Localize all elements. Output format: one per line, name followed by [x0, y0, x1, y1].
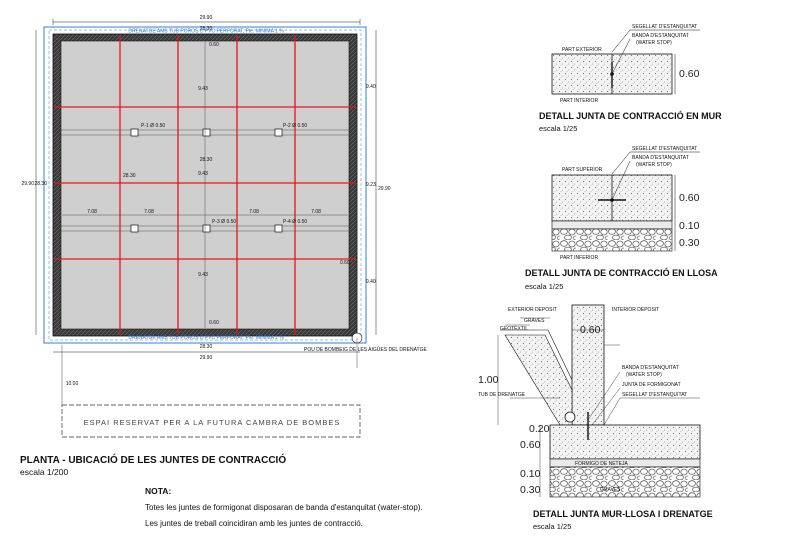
dim-bay-3: 7.08 — [249, 209, 259, 215]
dim-inner-width-top: 28.30 — [200, 26, 213, 32]
pump-well-label: POU DE BOMBEIG DE LES AIGÜES DEL DRENATG… — [304, 346, 427, 353]
detail-wall-slab-drain — [497, 304, 701, 498]
int-deposit-label: INTERIOR DEPOSIT — [612, 307, 659, 313]
wall-slab-thickness: 0.60 — [580, 324, 601, 336]
reserved-space-label: ESPAI RESERVAT PER A LA FUTURA CAMBRA DE… — [84, 418, 341, 427]
dim-wall-top: 0.60 — [209, 42, 219, 48]
drain-pipe-label: TUB DE DRENATGE — [478, 392, 526, 398]
dim-left-total: 29.90 — [21, 181, 34, 187]
ws-joint-label: JUNTA DE FORMIGONAT — [622, 382, 681, 388]
dim-wall-bottom: 0.60 — [209, 320, 219, 326]
ws-height: 1.00 — [478, 374, 499, 386]
ws-sealant-label: SEGELLAT D'ESTANQUITAT — [622, 392, 687, 398]
dim-left-inner: 28.30 — [34, 181, 47, 187]
ws-d020: 0.20 — [529, 423, 550, 435]
dim-overall-width-top: 29.90 — [200, 15, 213, 21]
dim-bay-4: 7.08 — [311, 209, 321, 215]
dim-right-bottom: 9.40 — [366, 279, 376, 285]
pillar-label-1: P-1 Ø 0.50 — [141, 123, 165, 129]
plan-scale: escala 1/200 — [20, 467, 68, 477]
dim-span-bottom: 9.43 — [198, 272, 208, 278]
ws-d060: 0.60 — [520, 439, 541, 451]
dim-right-total: 29.90 — [378, 186, 391, 192]
dim-right-top: 9.40 — [366, 84, 376, 90]
slab-blinding: 0.10 — [679, 220, 700, 232]
dim-bay-1: 7.08 — [87, 209, 97, 215]
wall-sealant-label: SEGELLAT D'ESTANQUITAT — [632, 24, 697, 30]
blinding-label: FORMIGO DE NETEJA — [575, 461, 628, 467]
note-line-2: Les juntes de treball coincidiran amb le… — [145, 519, 363, 528]
note-heading: NOTA: — [145, 486, 171, 496]
slab-thickness: 0.60 — [679, 192, 700, 204]
pillars — [130, 128, 283, 233]
plan-title: PLANTA - UBICACIÓ DE LES JUNTES DE CONTR… — [20, 453, 286, 466]
graves-label: GRAVES — [524, 318, 545, 324]
plan-view — [35, 19, 377, 438]
slab-sealant-label: SEGELLAT D'ESTANQUITAT — [632, 146, 697, 152]
slab-detail-title: DETALL JUNTA DE CONTRACCIÓ EN LLOSA — [525, 267, 718, 278]
dim-inner-width-bottom: 28.30 — [200, 344, 213, 350]
geotextil-label: GEOTÈXTIL — [500, 325, 528, 332]
ext-deposit-label: EXTERIOR DEPOSIT — [508, 307, 557, 313]
wall-waterstop-label: BANDA D'ESTANQUITAT — [632, 33, 689, 39]
slab-detail-scale: escala 1/25 — [525, 282, 563, 291]
dim-wall-right: 0.60 — [340, 260, 350, 266]
slab-waterstop-sub: (WATER STOP) — [636, 162, 672, 168]
pillar-label-2: P-2 Ø 0.50 — [283, 123, 307, 129]
dim-left-bay: 28.30 — [123, 173, 136, 179]
wall-interior-label: PART INTERIOR — [560, 98, 598, 104]
gravel-base-label: GRAVES — [600, 487, 621, 493]
dim-bay-2: 7.08 — [144, 209, 154, 215]
detail-wall-joint — [551, 29, 700, 95]
note-line-1: Totes les juntes de formigonat disposara… — [145, 503, 423, 512]
wall-slab-detail-scale: escala 1/25 — [533, 522, 571, 531]
ws-d030: 0.30 — [520, 484, 541, 496]
ws-waterstop-label: BANDA D'ESTANQUITAT — [622, 365, 679, 371]
ws-d010: 0.10 — [520, 468, 541, 480]
detail-slab-joint — [551, 151, 700, 252]
slab-gravel: 0.30 — [679, 237, 700, 249]
wall-exterior-label: PART EXTERIOR — [562, 47, 602, 53]
slab-lower-label: PART INFERIOR — [560, 255, 598, 261]
pillar-label-4: P-4 Ø 0.50 — [283, 219, 307, 225]
dim-right-mid: 9.23 — [366, 182, 376, 188]
drain-label-bottom: DRENATGE AMB TUB POROS D PVC PERFORAT, P… — [128, 335, 284, 341]
dim-offset: 10.00 — [66, 381, 79, 387]
dim-span-mid: 9.43 — [198, 171, 208, 177]
slab-waterstop-label: BANDA D'ESTANQUITAT — [632, 155, 689, 161]
wall-thickness: 0.60 — [679, 68, 700, 80]
wall-slab-detail-title: DETALL JUNTA MUR-LLOSA I DRENATGE — [533, 509, 713, 519]
wall-detail-scale: escala 1/25 — [539, 124, 577, 133]
drain-label-top: DRENATGE AMB TUB POROS D PVC PERFORAT, P… — [128, 29, 284, 35]
wall-waterstop-sub: (WATER STOP) — [636, 40, 672, 46]
dim-mid-total: 28.30 — [200, 157, 213, 163]
dim-overall-width-bottom: 29.90 — [200, 355, 213, 361]
ws-waterstop-sub: (WATER STOP) — [626, 372, 662, 378]
pillar-label-3: P-3 Ø 0.50 — [212, 219, 236, 225]
dim-span-top: 9.43 — [198, 86, 208, 92]
wall-detail-title: DETALL JUNTA DE CONTRACCIÓ EN MUR — [539, 110, 722, 121]
slab-upper-label: PART SUPERIOR — [562, 167, 603, 173]
